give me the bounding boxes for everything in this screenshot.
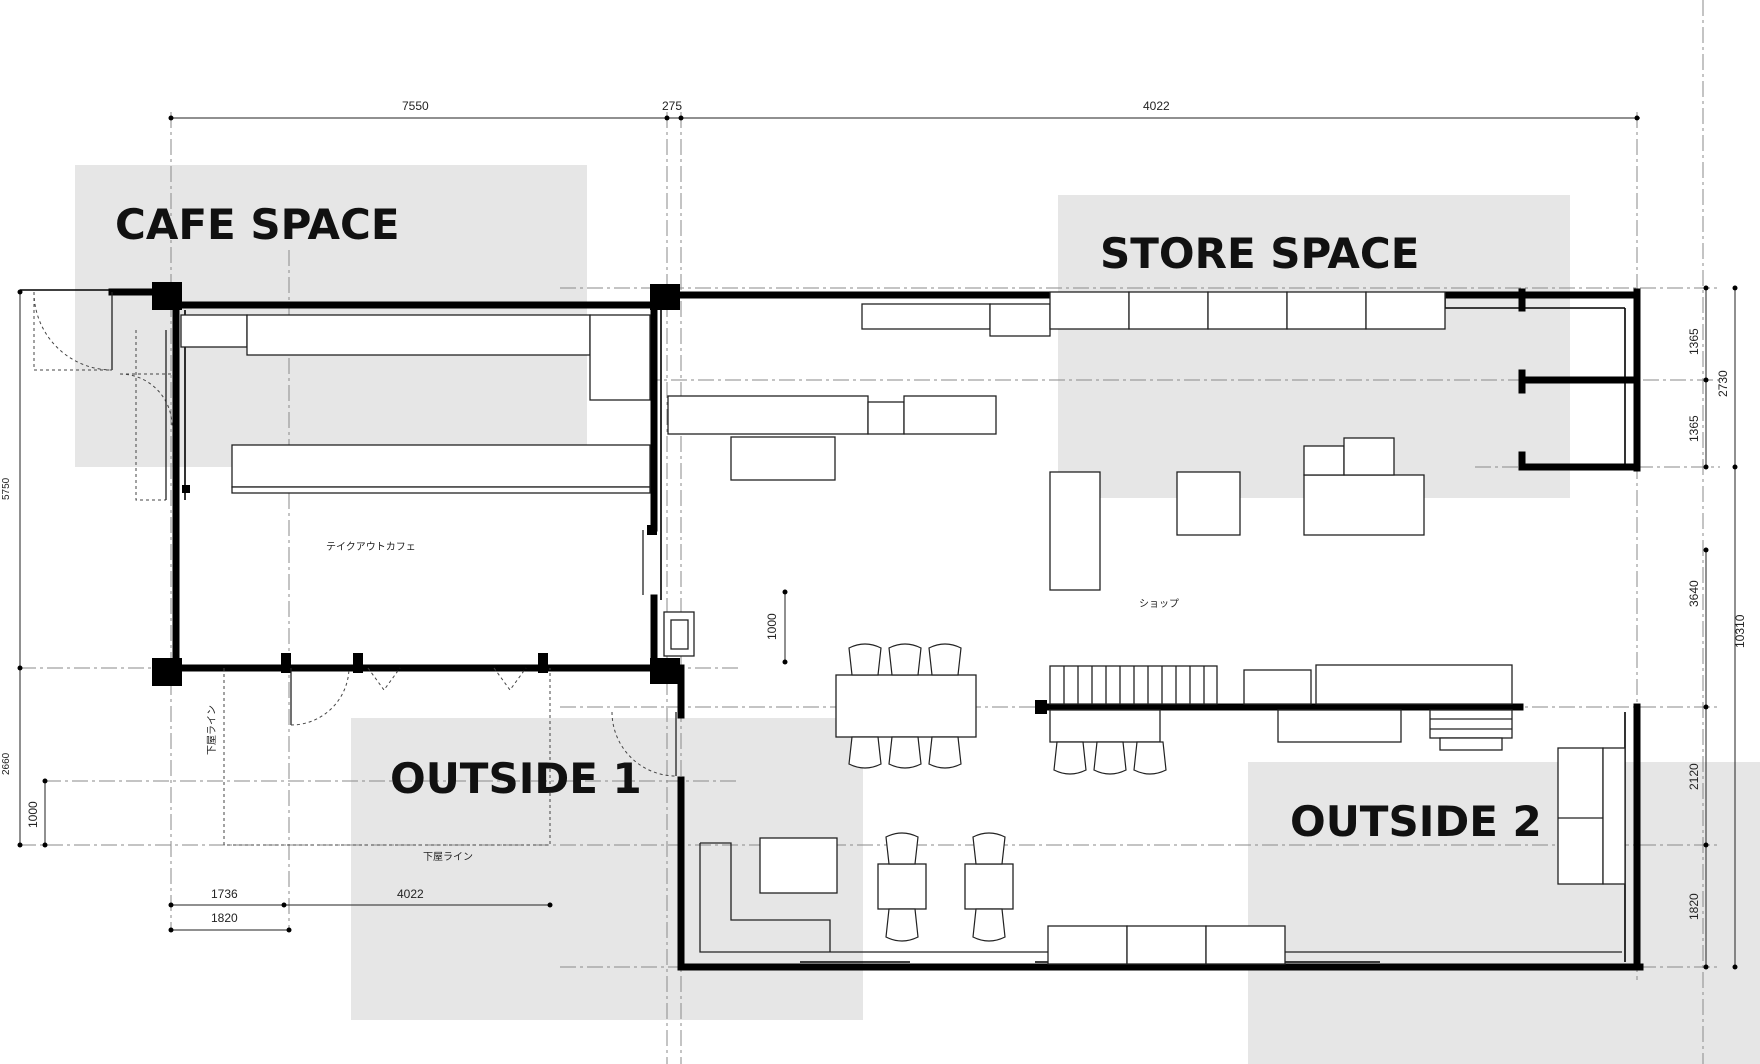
dim-right-1: 1365 [1687,328,1701,355]
dim-right-2: 1365 [1687,415,1701,442]
shop-label: ショップ [1139,598,1179,610]
outside1-label: OUTSIDE 1 [390,754,642,803]
outside2-label: OUTSIDE 2 [1290,797,1542,846]
takeout-cafe-label: テイクアウトカフェ [326,541,416,553]
store-space-label: STORE SPACE [1100,229,1419,278]
dim-inner-1: 1000 [765,613,779,640]
dim-bottom-3: 1820 [211,911,238,925]
dim-right-7: 1820 [1687,893,1701,920]
dim-bottom-1: 1736 [211,887,238,901]
dim-left-2: 2660 [1,752,12,775]
cafe-space-label: CAFE SPACE [115,200,400,249]
dim-top-3: 4022 [1143,99,1170,113]
dim-left-1: 5750 [1,477,12,500]
dim-right-4: 3640 [1687,580,1701,607]
dim-right-3: 2730 [1716,370,1730,397]
dim-bottom-2: 4022 [397,887,424,901]
zone-labels: CAFE SPACE STORE SPACE OUTSIDE 1 OUTSIDE… [115,200,1542,846]
dim-top-1: 7550 [402,99,429,113]
chairs [848,643,1167,942]
outside2-zone [1248,762,1760,1064]
dim-right-6: 2120 [1687,763,1701,790]
dim-top-2: 275 [662,99,682,113]
columns [152,282,1047,714]
dim-left-3: 1000 [26,801,40,828]
dimension-labels: 7550 275 4022 5750 2660 1000 1736 4022 1… [1,99,1747,925]
eaves-line-label-2: 下屋ライン [423,851,473,863]
dim-right-5: 10310 [1733,614,1747,648]
store-fixtures [663,291,1626,965]
cafe-fixtures [180,314,651,494]
eaves-line-label-1: 下屋ライン [206,705,218,755]
dimension-lines [17,115,1738,970]
room-labels: テイクアウトカフェ ショップ 下屋ライン 下屋ライン [206,541,1179,863]
